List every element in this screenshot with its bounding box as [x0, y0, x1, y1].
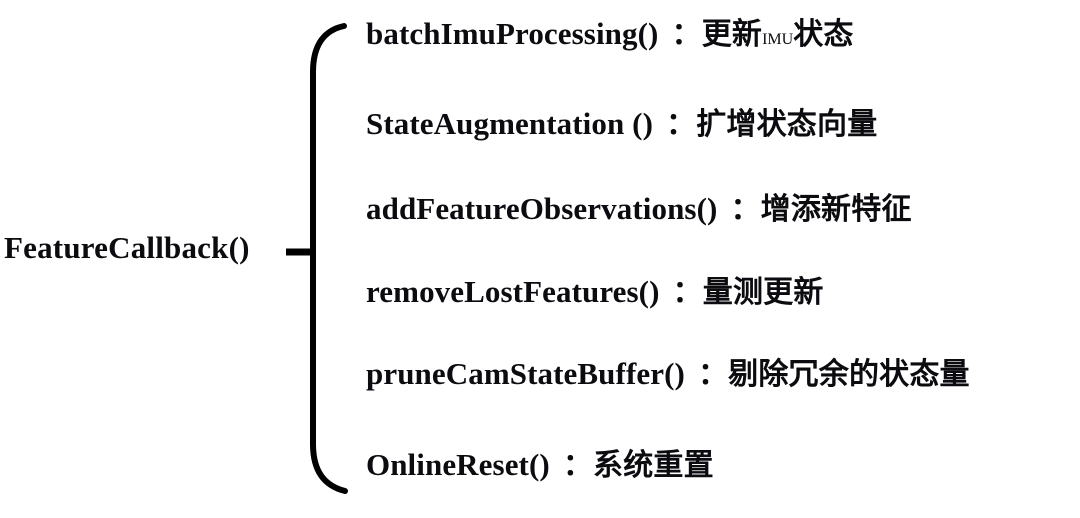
item-function-name: pruneCamStateBuffer() [366, 356, 685, 391]
item-separator: ： [672, 276, 703, 309]
list-item: addFeatureObservations() ：增添新特征 [366, 193, 912, 225]
root-node-label: FeatureCallback() [4, 230, 250, 265]
brace-top-curl [310, 23, 347, 75]
item-function-name: removeLostFeatures() [366, 274, 660, 309]
item-separator: ： [730, 193, 761, 226]
item-description-prefix: 扩增状态向量 [696, 108, 878, 141]
item-function-name: StateAugmentation () [366, 106, 653, 141]
brace-connector [286, 23, 348, 494]
item-description-prefix: 更新 [701, 18, 763, 51]
item-description-prefix: 系统重置 [593, 449, 714, 482]
list-item: OnlineReset() ：系统重置 [366, 449, 714, 481]
brace-bottom-curl [310, 441, 348, 494]
item-function-name: batchImuProcessing() [366, 16, 659, 51]
item-description-suffix: 状态 [793, 18, 854, 51]
item-function-name: OnlineReset() [366, 447, 550, 482]
item-function-name: addFeatureObservations() [366, 191, 718, 226]
list-item: pruneCamStateBuffer() ：剔除冗余的状态量 [366, 358, 970, 390]
item-separator: ： [697, 358, 729, 391]
list-item: StateAugmentation () ：扩增状态向量 [366, 108, 877, 140]
item-description-prefix: 增添新特征 [760, 193, 912, 226]
list-item: removeLostFeatures() ：量测更新 [366, 276, 824, 308]
item-separator: ： [562, 449, 594, 482]
item-list: batchImuProcessing()：更新IMU状态 StateAugmen… [366, 0, 1080, 518]
item-separator: ： [671, 18, 702, 51]
item-separator: ： [666, 108, 697, 141]
item-description-prefix: 量测更新 [702, 276, 824, 309]
item-description-latin: IMU [762, 31, 794, 48]
list-item: batchImuProcessing() ：更新IMU状态 [366, 18, 854, 50]
item-description-prefix: 剔除冗余的状态量 [728, 358, 970, 391]
